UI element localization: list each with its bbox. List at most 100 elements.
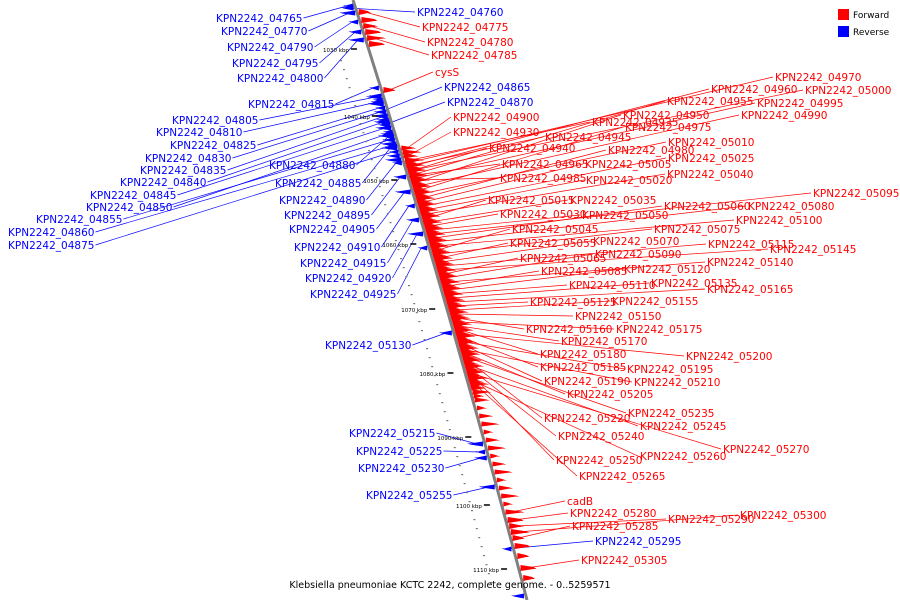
reverse-gene-label: KPN2242_04875 [8,240,94,252]
label-connector [207,121,384,183]
reverse-gene-label: KPN2242_04835 [140,165,226,177]
label-connector [445,457,481,469]
forward-gene-arrow [523,575,536,581]
forward-gene-label: KPN2242_05150 [575,311,661,323]
forward-gene-label: KPN2242_05245 [640,421,726,433]
label-connector [518,525,571,539]
label-connector [466,349,633,383]
minor-mark [468,501,471,503]
forward-gene-arrow [358,9,371,15]
label-connector [356,136,389,166]
reverse-gene-label: KPN2242_04800 [237,73,323,85]
minor-mark [487,573,490,575]
legend-reverse-swatch [838,26,849,37]
reverse-gene-label: KPN2242_05230 [358,463,444,475]
label-connector [95,145,391,233]
forward-gene-label: KPN2242_05055 [510,238,596,250]
reverse-gene-label: KPN2242_04840 [120,177,206,189]
reverse-gene-arrow [394,189,411,195]
forward-gene-label: KPN2242_05260 [640,451,726,463]
minor-mark [453,447,456,449]
label-connector [472,369,557,437]
reverse-gene-label: KPN2242_04890 [279,195,365,207]
forward-gene-arrow [505,509,520,515]
forward-gene-label: KPN2242_04970 [775,72,861,84]
forward-gene-label: KPN2242_05210 [634,377,720,389]
label-connector [177,127,386,196]
minor-mark [470,510,473,512]
minor-mark [461,474,464,476]
forward-gene-label: KPN2242_04955 [667,96,753,108]
forward-gene-arrow [473,393,485,399]
reverse-gene-label: KPN2242_05130 [325,340,411,352]
minor-mark [351,96,354,98]
label-connector [423,163,584,203]
label-connector [303,5,348,19]
forward-gene-arrow [490,453,501,459]
label-connector [362,146,392,184]
label-connector [455,300,611,311]
label-connector [429,199,569,223]
forward-gene-label: KPN2242_05065 [520,253,606,265]
reverse-gene-label: KPN2242_04805 [172,115,258,127]
reverse-gene-arrow [478,484,495,490]
label-connector [347,7,416,13]
label-connector [389,71,434,91]
minor-mark [373,168,376,170]
reverse-gene-arrow [340,5,354,11]
minor-mark [392,231,395,233]
forward-gene-label: KPN2242_04945 [545,132,631,144]
reverse-gene-arrow [348,19,359,25]
minor-mark [418,321,421,323]
minor-mark [348,87,351,89]
label-connector [445,253,594,279]
legend: Forward Reverse [838,9,890,38]
tick-label: 1080 kbp [420,372,446,378]
reverse-gene-arrow [417,245,428,251]
tick-label: 1110 kbp [473,568,499,574]
minor-mark [345,78,348,80]
minor-mark [389,222,392,224]
minor-mark [478,537,481,539]
reverse-gene-arrow [365,94,382,100]
label-connector [435,205,747,243]
label-connector [467,353,566,395]
label-connector [95,151,393,246]
forward-gene-label: KPN2242_04960 [711,84,797,96]
label-connector [387,219,414,264]
reverse-gene-label: KPN2242_04790 [227,42,313,54]
label-connector [416,177,499,181]
reverse-gene-arrow [501,546,512,552]
label-connector [415,163,501,176]
label-connector [463,337,539,368]
label-connectors [95,5,812,569]
reverse-gene-label: KPN2242_05215 [349,428,435,440]
forward-gene-arrow [479,413,494,419]
label-connector [416,102,756,179]
minor-mark [441,402,444,404]
legend-reverse-label: Reverse [853,28,890,38]
forward-gene-arrow [369,41,386,47]
label-connector [453,486,489,496]
minor-mark [397,249,400,251]
forward-gene-label: KPN2242_05205 [567,389,653,401]
label-connector [430,213,499,227]
forward-gene-arrow [474,397,490,403]
forward-gene-arrow [367,35,380,41]
label-connector [413,147,488,171]
forward-gene-label: KPN2242_04785 [431,50,517,62]
minor-mark [400,258,403,260]
minor-mark [340,60,343,62]
minor-mark [463,483,466,485]
forward-gene-arrow [494,469,513,475]
forward-gene-label: KPN2242_04935 [592,117,678,129]
minor-mark [413,303,416,305]
forward-gene-label: KPN2242_05145 [770,244,856,256]
label-connector [449,268,623,291]
tick-label: 1050 kbp [363,179,389,185]
label-connector [324,39,359,79]
minor-mark [408,285,410,287]
minor-mark [378,186,381,188]
label-connector [392,233,418,279]
